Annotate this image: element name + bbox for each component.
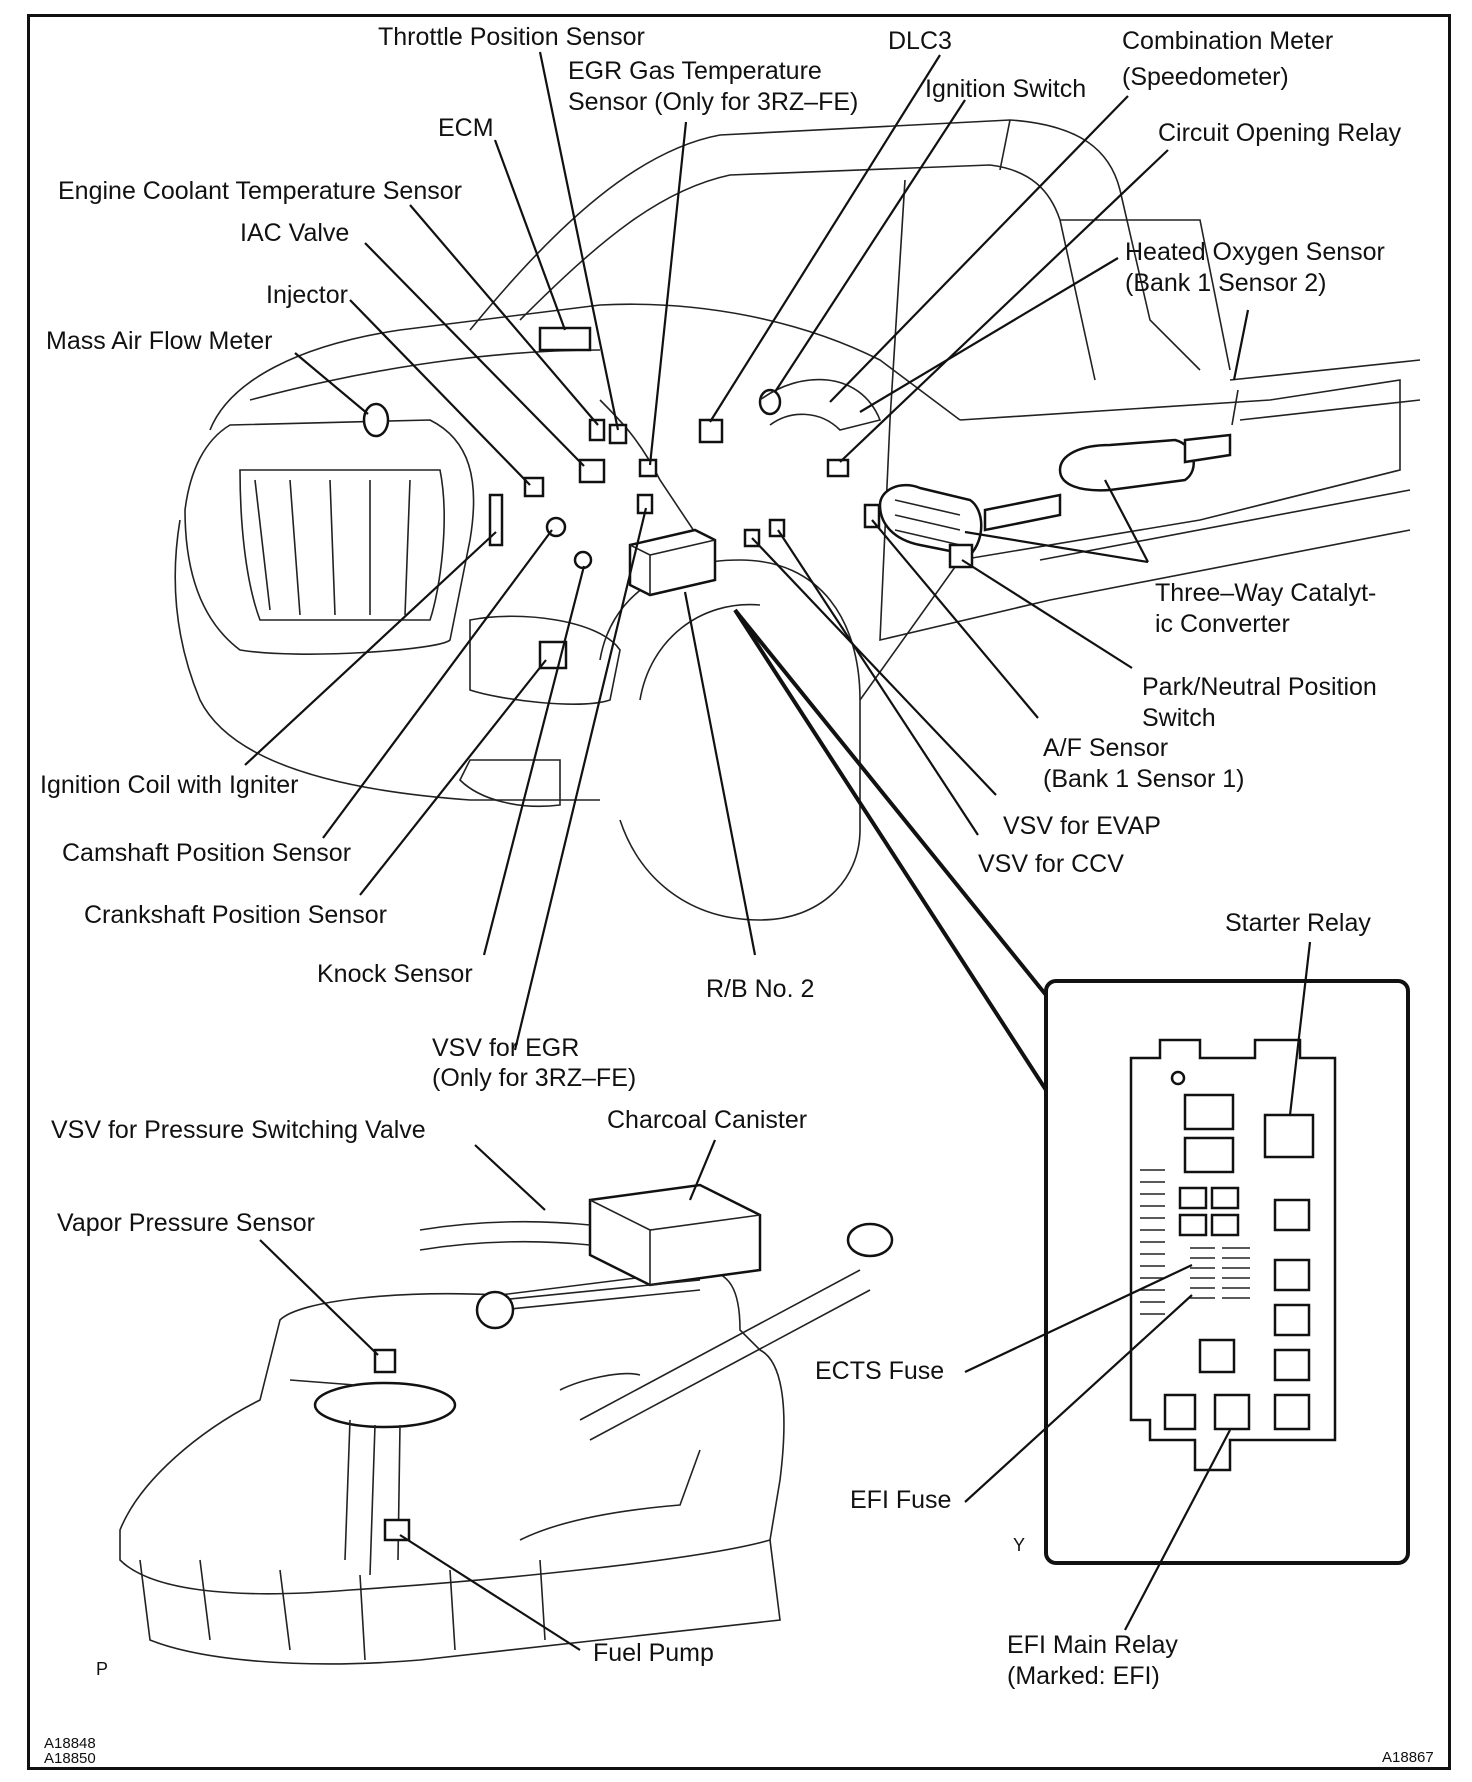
label-ects-fuse: ECTS Fuse [815,1357,945,1385]
vapor-sensor-part [373,1348,397,1374]
label-egr-gas-temp-line2: Sensor (Only for 3RZ–FE) [568,88,859,116]
label-ignition-switch: Ignition Switch [925,75,1087,103]
figure-code-a18848: A18848 [44,1735,96,1752]
cor-part [826,458,850,478]
view-marker-p: P [96,1659,109,1679]
label-rb-no2: R/B No. 2 [706,975,815,1003]
injector-part [523,476,545,498]
label-crankshaft-position-sensor: Crankshaft Position Sensor [84,901,387,929]
label-vsv-ccv: VSV for CCV [978,850,1124,878]
exhaust-system [863,389,1239,569]
knock-part [573,550,593,570]
label-injector: Injector [266,281,348,309]
label-af-sensor-line1: A/F Sensor [1043,734,1169,762]
rb2-box [628,528,717,597]
iac-part [578,458,606,484]
label-throttle-position-sensor: Throttle Position Sensor [378,23,645,51]
af-part [863,503,881,529]
leader-lines [244,51,1312,1651]
label-ecm: ECM [438,114,494,142]
label-efi-main-relay-line2: (Marked: EFI) [1007,1662,1160,1690]
label-dlc3: DLC3 [888,27,952,55]
label-heated-oxygen-sensor-line1: Heated Oxygen Sensor [1125,238,1385,266]
label-efi-main-relay-line1: EFI Main Relay [1007,1631,1178,1659]
efi-main-relay-part [1213,1393,1251,1431]
label-vsv-evap: VSV for EVAP [1003,812,1161,840]
view-marker-y: Y [1013,1535,1026,1555]
fuel-pump-part [383,1518,411,1542]
label-park-neutral-line2: Switch [1142,704,1216,732]
twc-rear [1058,438,1195,492]
label-starter-relay: Starter Relay [1225,909,1371,937]
label-fuel-pump: Fuel Pump [593,1639,714,1667]
ecm-box [538,326,592,352]
label-iac-valve: IAC Valve [240,219,350,247]
label-ignition-coil-igniter: Ignition Coil with Igniter [40,771,299,799]
label-vsv-egr-line2: (Only for 3RZ–FE) [432,1064,637,1092]
label-efi-fuse: EFI Fuse [850,1486,952,1514]
o2-part [1231,389,1239,426]
fuel-tank [119,1183,894,1665]
label-park-neutral-line1: Park/Neutral Position [1142,673,1377,701]
label-af-sensor-line2: (Bank 1 Sensor 1) [1043,765,1245,793]
canister [588,1183,762,1287]
label-heated-oxygen-sensor-line2: (Bank 1 Sensor 2) [1125,269,1327,297]
label-engine-coolant-temp-sensor: Engine Coolant Temperature Sensor [58,177,462,205]
label-circuit-opening-relay: Circuit Opening Relay [1158,119,1402,147]
diagram-frame [27,14,1451,1770]
label-camshaft-position-sensor: Camshaft Position Sensor [62,839,352,867]
engine-components [362,326,882,670]
label-egr-gas-temp-line1: EGR Gas Temperature [568,57,822,85]
starter-relay-part [1263,1113,1315,1159]
combo-meter [759,378,882,431]
label-combination-meter-line1: Combination Meter [1122,27,1334,55]
label-mass-air-flow-meter: Mass Air Flow Meter [46,327,273,355]
relay-block-inset [1044,979,1410,1565]
label-vapor-pressure-sensor: Vapor Pressure Sensor [57,1209,315,1237]
maf-icon [362,402,390,438]
label-three-way-catalytic-line2: ic Converter [1155,610,1290,638]
label-combination-meter-line2: (Speedometer) [1122,63,1289,91]
fuse-rows [1140,1169,1250,1315]
label-knock-sensor: Knock Sensor [317,960,473,988]
figure-code-a18867: A18867 [1382,1749,1434,1766]
label-charcoal-canister: Charcoal Canister [607,1106,808,1134]
dlc3-part [698,418,724,444]
label-vsv-egr-line1: VSV for EGR [432,1034,580,1062]
egr-temp-part [638,458,658,478]
pnp-part [948,543,974,569]
figure-code-a18850: A18850 [44,1750,96,1767]
label-vsv-pressure-switching-valve: VSV for Pressure Switching Valve [51,1116,426,1144]
ect-part [588,418,606,442]
vsv-ccv-part [768,518,786,538]
ign-coil-part [488,493,504,547]
sender-flange [313,1381,457,1429]
label-three-way-catalytic-line1: Three–Way Catalyt- [1155,579,1377,607]
